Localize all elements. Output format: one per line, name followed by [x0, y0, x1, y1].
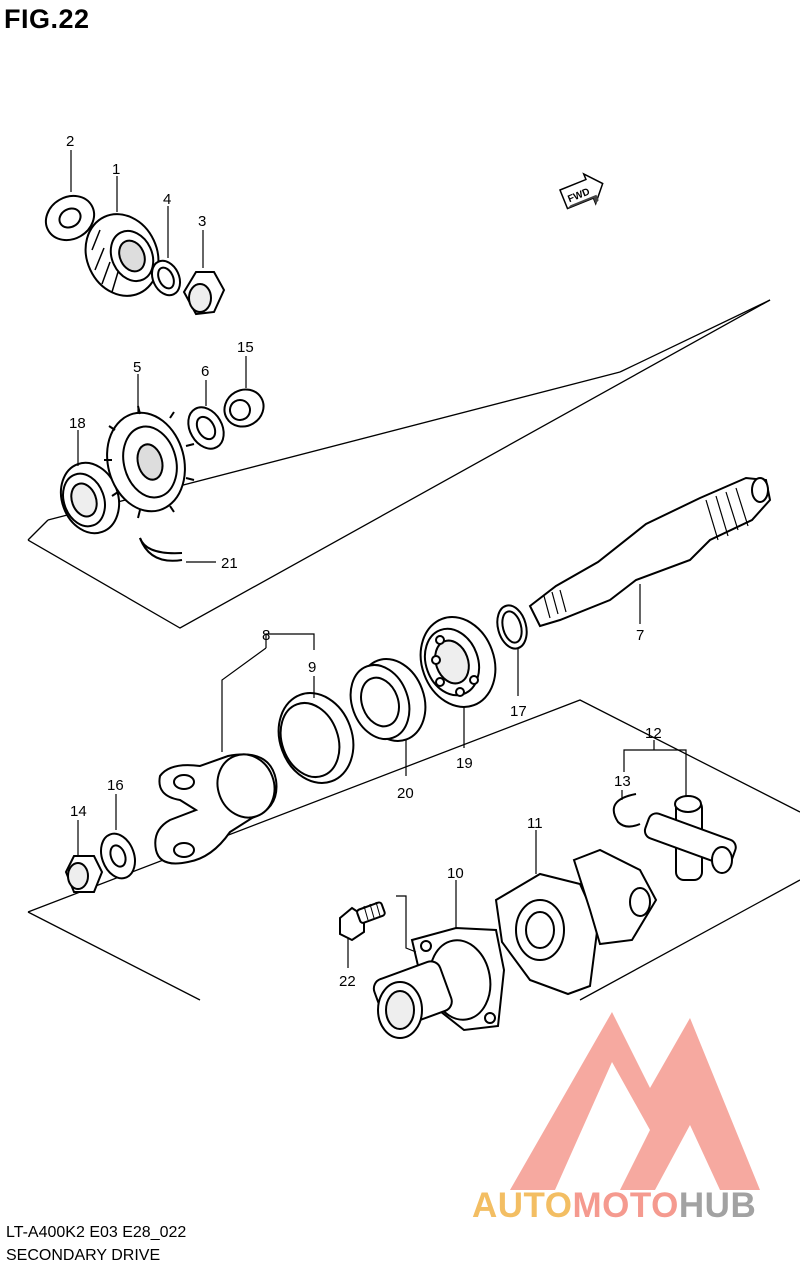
part-6-washer — [187, 406, 225, 450]
callout-11: 11 — [527, 815, 543, 832]
callout-4: 4 — [163, 191, 171, 208]
watermark-wordmark: AUTOMOTOHUB — [472, 1186, 756, 1226]
figure-title: FIG.22 — [4, 4, 90, 34]
part-15-spacer — [223, 388, 265, 428]
callout-19: 19 — [456, 755, 473, 772]
part-17-oring — [496, 604, 528, 650]
callout-1: 1 — [112, 161, 120, 178]
part-12-universal-joint — [643, 795, 737, 881]
part-3-nut — [182, 271, 226, 316]
callout-16: 16 — [107, 777, 124, 794]
part-7-shaft — [528, 476, 772, 628]
part-21-circlip — [139, 537, 183, 562]
part-14-nut — [64, 855, 104, 893]
section-name: SECONDARY DRIVE — [6, 1247, 161, 1264]
callout-13: 13 — [614, 773, 631, 790]
callout-6: 6 — [201, 363, 209, 380]
part-1-bevel-gear — [84, 213, 160, 297]
callout-10: 10 — [447, 865, 464, 882]
callout-20: 20 — [397, 785, 414, 802]
part-11-flange-yoke — [494, 848, 658, 996]
part-22-bolt — [339, 901, 386, 942]
callout-14: 14 — [70, 803, 87, 820]
fwd-arrow-icon: FWD — [559, 172, 604, 210]
part-5-sprocket — [104, 405, 195, 519]
part-10-flange — [372, 926, 506, 1039]
callout-3: 3 — [198, 213, 206, 230]
part-9-oil-seal — [277, 692, 355, 784]
callout-8: 8 — [262, 627, 270, 644]
part-19-bearing — [419, 616, 497, 708]
model-code: LT-A400K2 E03 E28_022 — [6, 1224, 187, 1241]
callout-15: 15 — [237, 339, 254, 356]
part-20-seal — [349, 658, 427, 742]
watermark-part-moto: MOTO — [572, 1186, 679, 1225]
callout-5: 5 — [133, 359, 141, 376]
watermark-part-auto: AUTO — [472, 1186, 573, 1225]
part-18-bearing — [59, 461, 121, 535]
part-16-washer — [100, 832, 136, 880]
callout-2: 2 — [66, 133, 74, 150]
callout-21: 21 — [221, 555, 238, 572]
callout-22: 22 — [339, 973, 356, 990]
watermark-part-hub: HUB — [678, 1186, 757, 1225]
part-4-washer — [150, 259, 182, 297]
callout-17: 17 — [510, 703, 527, 720]
callout-7: 7 — [636, 627, 644, 644]
part-8-yoke — [154, 753, 278, 865]
callout-9: 9 — [308, 659, 316, 676]
part-2-washer — [44, 194, 96, 242]
logo-icon — [510, 1012, 760, 1190]
leader-lines — [70, 150, 687, 968]
part-13-circlip — [612, 793, 641, 828]
callout-18: 18 — [69, 415, 86, 432]
callout-labels: 1 2 3 4 5 6 7 8 9 10 11 12 13 14 15 16 1… — [66, 133, 662, 990]
callout-12: 12 — [645, 725, 662, 742]
